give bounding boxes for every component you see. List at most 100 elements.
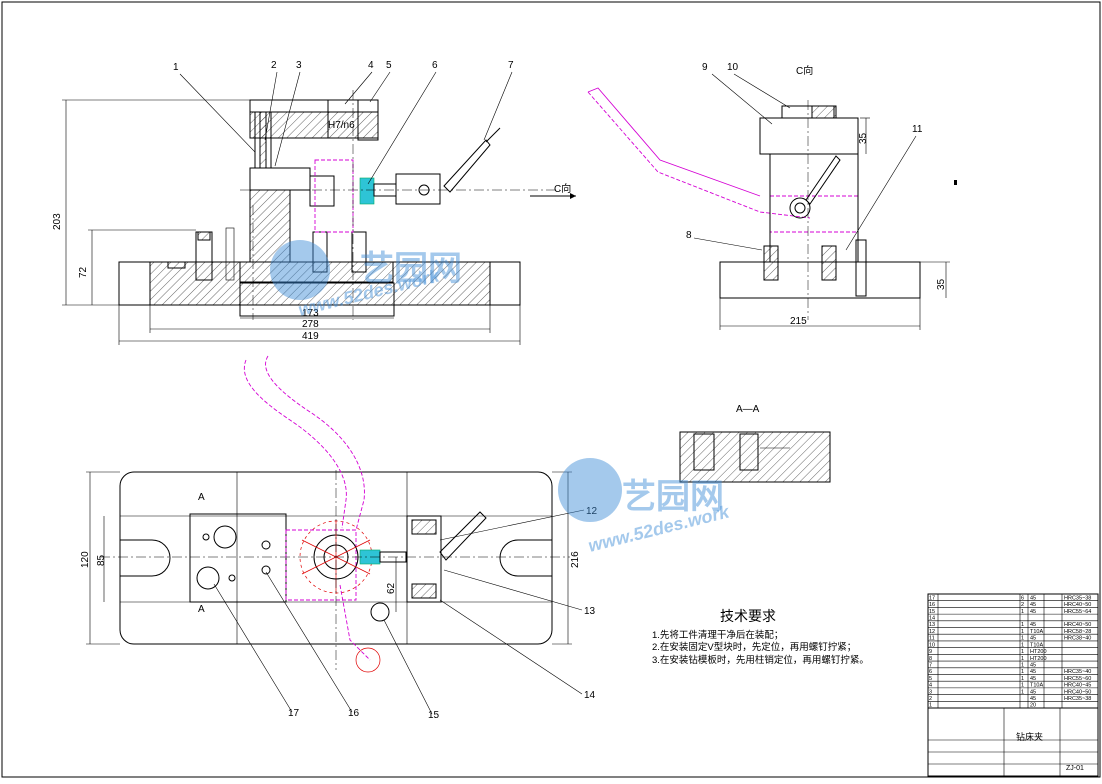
- bom-cell-mat: 45: [1030, 662, 1036, 668]
- callout-12: 12: [586, 506, 598, 517]
- leader-11: [845, 135, 917, 251]
- callout-15: 15: [428, 710, 440, 721]
- section-aa: A—A: [679, 404, 831, 483]
- view-c-arrow-label: C向: [554, 182, 571, 195]
- front-handle-end: [485, 127, 501, 143]
- front-drill-plate: [249, 99, 379, 113]
- view-c-arrowhead: [570, 193, 576, 199]
- bom-cell-no: 17: [929, 595, 935, 601]
- leader-6: [367, 71, 437, 185]
- plan-u-slot-left: [120, 539, 171, 577]
- leader-8: [693, 237, 763, 251]
- bom-cell-mat: T10A: [1030, 642, 1043, 648]
- side-bolt-mid: [821, 245, 837, 281]
- bom-cell-no: 1: [929, 703, 932, 709]
- bom-cell-no: 12: [929, 629, 935, 635]
- bom-cell-qty: 1: [1021, 689, 1024, 695]
- plan-handle-phantom-2: [265, 355, 365, 531]
- callout-17: 17: [288, 708, 300, 719]
- watermark-brand-2: 艺园网: [622, 478, 724, 516]
- callout-1: 1: [173, 62, 179, 73]
- front-vblock: [249, 167, 311, 191]
- bom-cell-no: 6: [929, 669, 932, 675]
- dim-419: 419: [302, 331, 319, 342]
- side-workpiece-phantom: [770, 195, 859, 233]
- bom-cell-qty: 1: [1021, 649, 1024, 655]
- leader-14: [439, 599, 583, 695]
- front-clamp-block: [309, 175, 335, 207]
- side-base: [719, 261, 921, 299]
- section-aa-body: [679, 431, 831, 483]
- leader-5: [369, 71, 391, 103]
- side-eccentric-inner: [794, 202, 806, 214]
- bom-cell-mat: 45: [1030, 669, 1036, 675]
- front-handle: [443, 139, 491, 193]
- front-bolt-right: [351, 231, 367, 273]
- bom-cell-mat: HT200: [1030, 649, 1047, 655]
- callout-3: 3: [296, 60, 302, 71]
- bom-cell-mat: 45: [1030, 696, 1036, 702]
- side-top-plate: [759, 117, 859, 155]
- plan-hole-1: [213, 525, 237, 549]
- plan-hole-4: [228, 574, 236, 582]
- bom-cell-mat: 45: [1030, 689, 1036, 695]
- callout-14: 14: [584, 690, 596, 701]
- plan-workpiece-phantom: [285, 529, 357, 601]
- plan-eccentric-seat: [406, 515, 442, 603]
- dim-72: 72: [78, 266, 89, 278]
- bom-cell-mat: 45: [1030, 676, 1036, 682]
- bom-cell-no: 10: [929, 642, 935, 648]
- plan-hole-5: [261, 540, 271, 550]
- bom-cell-mat: 45: [1030, 602, 1036, 608]
- front-clamp-nut: [359, 177, 375, 205]
- tech-item-1: 1.先将工件清理干净后在装配；: [652, 629, 783, 641]
- section-aa-bolt: [693, 433, 715, 471]
- plan-handle: [439, 511, 487, 561]
- bom-cell-no: 14: [929, 616, 935, 622]
- side-bolt-right: [855, 239, 867, 297]
- bom-cell-qty: 1: [1021, 669, 1024, 675]
- plan-hole-2: [196, 566, 220, 590]
- leader-3: [274, 71, 301, 167]
- view-c-title: C向: [796, 64, 813, 77]
- callout-4: 4: [368, 60, 374, 71]
- front-bolt-mid: [312, 231, 328, 273]
- side-marker: [954, 180, 957, 185]
- bom-cell-std: HRC40~50: [1064, 602, 1091, 608]
- bom-cell-qty: 1: [1021, 662, 1024, 668]
- plan-hole-6: [261, 565, 271, 575]
- leader-15: [383, 619, 433, 715]
- side-eccentric: [789, 197, 811, 219]
- bom-cell-mat: 45: [1030, 609, 1036, 615]
- bom-cell-mat: 45: [1030, 595, 1036, 601]
- plan-handle-phantom-3: [339, 584, 371, 661]
- bom-cell-qty: 1: [1021, 636, 1024, 642]
- side-bolt-left: [763, 245, 779, 281]
- leader-7: [483, 71, 513, 141]
- tech-requirements: 技术要求 1.先将工件清理干净后在装配； 2.在安装固定V型块时，先定位，再用螺…: [652, 608, 869, 666]
- leader-13: [443, 569, 583, 611]
- leader-16: [265, 571, 353, 713]
- plan-hole-3: [202, 533, 210, 541]
- bom-cell-no: 15: [929, 609, 935, 615]
- leader-4: [344, 71, 373, 105]
- bom-cell-no: 13: [929, 622, 935, 628]
- dim-215: 215: [790, 316, 807, 327]
- leader-12: [439, 509, 585, 541]
- section-aa-pin: [739, 433, 759, 471]
- bom-cell-mat: 20: [1030, 703, 1036, 709]
- bom-cell-qty: 1: [1021, 629, 1024, 635]
- bom-cell-no: 7: [929, 662, 932, 668]
- bom-cell-mat: 45: [1030, 622, 1036, 628]
- section-mark-bottom: A: [198, 604, 205, 615]
- callout-11: 11: [912, 124, 923, 135]
- bom-cell-no: 9: [929, 649, 932, 655]
- side-handle-phantom-2: [587, 91, 811, 219]
- front-base-slot: [239, 282, 395, 317]
- bom-cell-std: HRC40~45: [1064, 683, 1091, 689]
- section-aa-title: A—A: [736, 404, 760, 415]
